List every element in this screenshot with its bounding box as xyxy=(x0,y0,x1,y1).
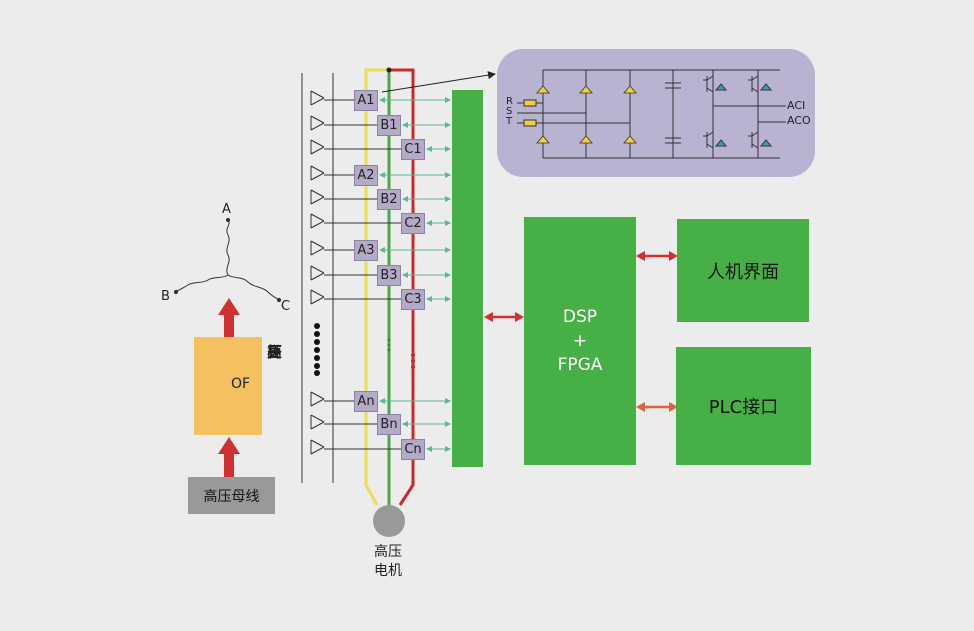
power-cell-b1: B1 xyxy=(377,115,401,136)
power-cell-detail xyxy=(497,49,815,177)
winding-icon xyxy=(310,90,325,106)
of-label: OF xyxy=(231,376,251,392)
phase-b-label: B xyxy=(161,289,170,304)
phase-c-label: C xyxy=(281,299,291,314)
winding-icon xyxy=(310,165,325,181)
controller-line3: FPGA xyxy=(557,355,603,375)
power-cell-c1: C1 xyxy=(401,139,425,160)
power-cell-cn: Cn xyxy=(401,439,425,460)
output-aco-label: ACO xyxy=(787,114,811,127)
diode-icons xyxy=(536,85,637,144)
zoom-pointer-arrow xyxy=(381,71,496,93)
winding-icon xyxy=(310,289,325,305)
power-cell-bn: Bn xyxy=(377,414,401,435)
winding-icon xyxy=(310,439,325,455)
input-s-label: S xyxy=(506,106,513,117)
phase-a-label: A xyxy=(222,202,231,217)
motor-label-line1: 高压 xyxy=(374,544,402,560)
power-flow-arrows xyxy=(218,298,240,478)
busbar-box: 高压母线 xyxy=(188,477,275,514)
power-cell-b2: B2 xyxy=(377,189,401,210)
power-cell-a3: A3 xyxy=(354,240,378,261)
star-connection-icon xyxy=(173,217,282,303)
power-cell-c2: C2 xyxy=(401,213,425,234)
power-cell-c3: C3 xyxy=(401,289,425,310)
power-cell-circuit xyxy=(517,69,786,159)
phase-line-dots-b xyxy=(387,338,391,352)
plc-box: PLC接口 xyxy=(676,347,811,465)
winding-icon xyxy=(310,265,325,281)
hmi-box: 人机界面 xyxy=(677,219,809,322)
winding-icon xyxy=(310,391,325,407)
switchgear-box xyxy=(194,337,262,435)
plc-arrow xyxy=(636,402,678,412)
winding-icon xyxy=(310,240,325,256)
controller-line2: + xyxy=(572,331,588,351)
controller-line1: DSP xyxy=(562,307,598,327)
winding-icon xyxy=(310,189,325,205)
phase-line-dots xyxy=(364,332,368,346)
bus-arrow xyxy=(484,312,524,322)
transformer-secondary xyxy=(301,73,334,483)
continuation-dots xyxy=(314,323,320,376)
power-cell-a1: A1 xyxy=(354,90,378,111)
winding-icon xyxy=(310,115,325,131)
input-t-label: T xyxy=(506,116,513,127)
winding-icon xyxy=(310,139,325,155)
cell-connections xyxy=(324,97,451,452)
output-aci-label: ACI xyxy=(787,99,806,112)
winding-icon xyxy=(310,414,325,430)
phase-line-dots-c xyxy=(411,353,415,369)
igbt-icons xyxy=(703,75,773,149)
input-r-label: R xyxy=(506,96,513,107)
dsp-fpga-controller: DSP + FPGA xyxy=(524,217,636,465)
winding-symbols xyxy=(310,90,325,455)
fiber-bus-column xyxy=(452,90,483,467)
power-cell-an: An xyxy=(354,391,378,412)
motor-label-line2: 电机 xyxy=(374,563,402,579)
power-cell-a2: A2 xyxy=(354,165,378,186)
power-cell-b3: B3 xyxy=(377,265,401,286)
hmi-arrow xyxy=(636,251,678,261)
motor-symbol xyxy=(373,505,405,537)
winding-icon xyxy=(310,213,325,229)
